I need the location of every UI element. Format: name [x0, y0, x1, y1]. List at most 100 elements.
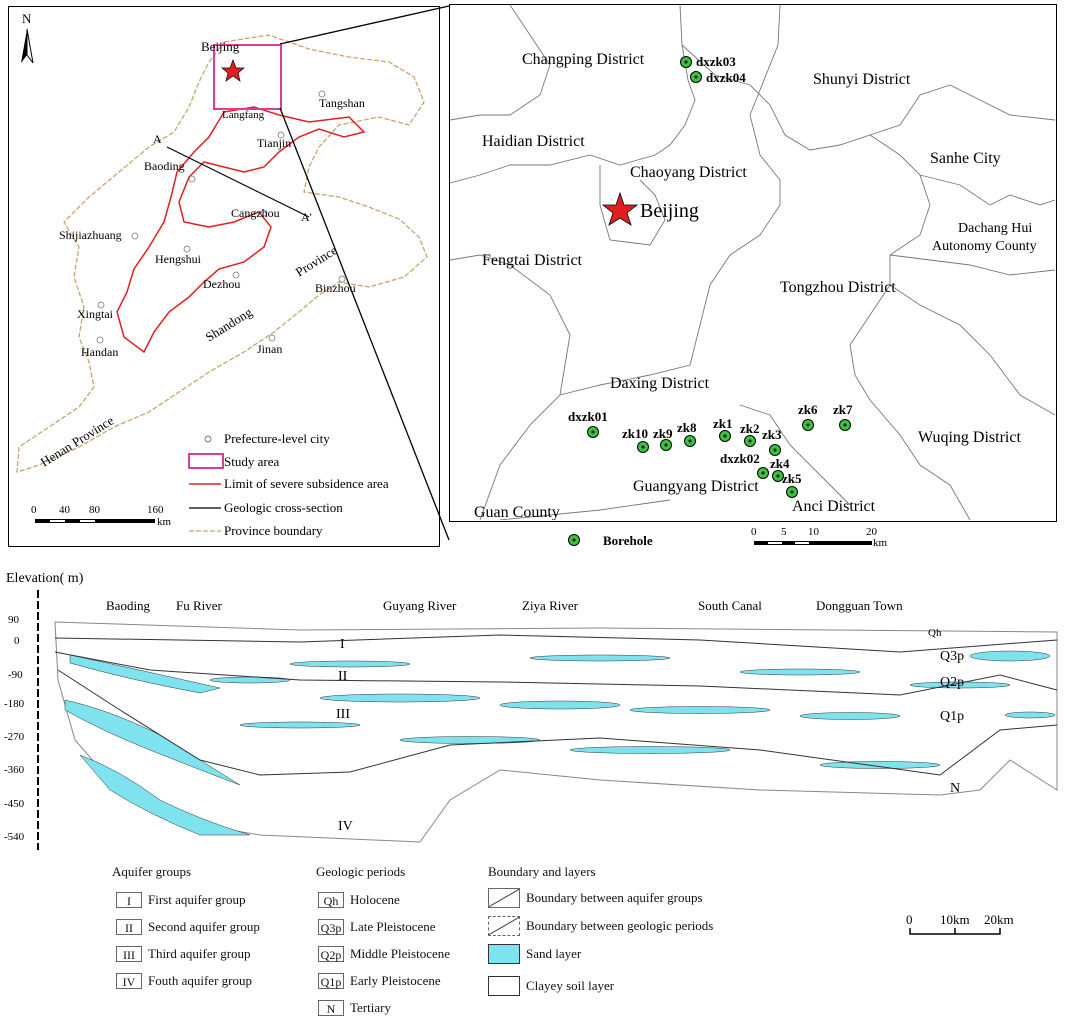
svg-text:-540: -540: [4, 831, 25, 843]
svg-text:km: km: [157, 516, 172, 528]
svg-text:N: N: [950, 781, 960, 796]
svg-text:Q3p: Q3p: [940, 649, 964, 664]
svg-text:III: III: [336, 707, 350, 722]
district-fengtai: Fengtai District: [482, 252, 583, 269]
svg-text:zk1: zk1: [713, 416, 733, 431]
svg-text:80: 80: [89, 504, 101, 516]
section-scale-bar: 0 10km 20km: [906, 912, 1014, 935]
city-langfang: Langfang: [222, 109, 265, 121]
section-label-a: A: [153, 132, 162, 146]
city-shijiazhuang: Shijiazhuang: [59, 228, 122, 242]
svg-text:Baoding: Baoding: [106, 598, 151, 613]
district-guan: Guan County: [474, 504, 560, 520]
city-binzhou: Binzhou: [315, 281, 356, 295]
geologic-cross-section: Elevation( m) 90 0 -90 -180 -270 -360 -4…: [4, 571, 1058, 850]
svg-text:-180: -180: [4, 698, 25, 710]
svg-text:zk2: zk2: [740, 421, 760, 436]
section-label-a-prime: A': [301, 210, 312, 224]
svg-text:10km: 10km: [940, 912, 970, 927]
svg-text:40: 40: [59, 504, 71, 516]
svg-text:dxzk02: dxzk02: [720, 451, 760, 466]
svg-text:5: 5: [781, 526, 787, 538]
city-baoding: Baoding: [144, 159, 185, 173]
svg-text:km: km: [873, 537, 888, 549]
svg-text:IV: IV: [338, 819, 353, 834]
district-guangyang: Guangyang District: [633, 478, 759, 495]
svg-text:Qh: Qh: [928, 627, 942, 639]
svg-text:0: 0: [14, 635, 20, 647]
legend-section: Geologic cross-section: [224, 500, 343, 515]
svg-text:I: I: [340, 637, 345, 652]
svg-text:10: 10: [808, 526, 820, 538]
svg-text:zk6: zk6: [798, 402, 818, 417]
district-sanhe: Sanhe City: [930, 150, 1001, 167]
beijing-label: Beijing: [640, 200, 699, 222]
study-area-map-panel: Changping District Shunyi District Haidi…: [449, 4, 1057, 522]
district-changping: Changping District: [522, 51, 645, 68]
district-anci: Anci District: [792, 498, 876, 515]
legend-city: Prefecture-level city: [224, 431, 330, 446]
regional-map-panel: N Beijing Langfang Tangshan Tianjin Baod…: [8, 6, 440, 547]
district-chaoyang: Chaoyang District: [630, 164, 747, 181]
svg-text:dxzk04: dxzk04: [706, 70, 746, 85]
svg-text:Q2p: Q2p: [940, 675, 964, 690]
svg-text:0: 0: [906, 912, 913, 927]
province-outline: [16, 34, 428, 473]
study-area-box: [213, 44, 282, 110]
svg-text:-360: -360: [4, 764, 25, 776]
svg-text:Dongguan Town: Dongguan Town: [816, 598, 903, 613]
svg-text:-270: -270: [4, 731, 25, 743]
district-dachang-2: Autonomy County: [932, 239, 1037, 254]
svg-text:0: 0: [751, 526, 757, 538]
district-haidian: Haidian District: [482, 133, 585, 150]
province-label-shandong-north: Province: [293, 242, 340, 279]
legend-study: Study area: [224, 454, 279, 469]
svg-text:zk10: zk10: [622, 426, 648, 441]
svg-text:-90: -90: [8, 669, 23, 681]
city-jinan: Jinan: [257, 342, 282, 356]
legend-period-title: Geologic periods: [316, 864, 406, 879]
district-wuqing: Wuqing District: [918, 429, 1021, 446]
beijing-star-icon-large: [601, 191, 639, 226]
regional-map-svg: N Beijing Langfang Tangshan Tianjin Baod…: [16, 11, 428, 538]
city-tianjin: Tianjin: [257, 136, 291, 150]
svg-text:II: II: [338, 669, 348, 684]
svg-text:160: 160: [147, 504, 164, 516]
north-label: N: [22, 11, 32, 26]
svg-text:Guyang River: Guyang River: [383, 598, 457, 613]
city-dezhou: Dezhou: [203, 277, 240, 291]
province-label-shandong: Shandong: [203, 304, 255, 345]
svg-text:20km: 20km: [984, 912, 1014, 927]
svg-text:0: 0: [31, 504, 37, 516]
district-dachang-1: Dachang Hui: [958, 221, 1032, 236]
svg-text:zk4: zk4: [770, 456, 790, 471]
legend-boundary-title: Boundary and layers: [488, 864, 596, 879]
city-beijing: Beijing: [201, 39, 240, 54]
svg-text:zk9: zk9: [653, 426, 673, 441]
svg-text:zk3: zk3: [762, 427, 782, 442]
svg-text:zk5: zk5: [782, 471, 802, 486]
province-label-henan: Henan Province: [38, 413, 117, 470]
district-daxing: Daxing District: [610, 375, 710, 392]
city-handan: Handan: [81, 345, 118, 359]
district-shunyi: Shunyi District: [813, 71, 911, 88]
legend-aquifer-title: Aquifer groups: [112, 864, 192, 879]
city-tangshan: Tangshan: [319, 96, 365, 110]
svg-text:zk7: zk7: [833, 402, 853, 417]
beijing-star-icon: [221, 59, 245, 82]
north-arrow-icon: N: [21, 11, 34, 64]
svg-text:dxzk03: dxzk03: [696, 54, 736, 69]
svg-text:South Canal: South Canal: [698, 598, 762, 613]
svg-text:Ziya River: Ziya River: [522, 598, 579, 613]
svg-text:Fu River: Fu River: [176, 598, 223, 613]
elevation-label: Elevation( m): [6, 571, 84, 586]
city-xingtai: Xingtai: [77, 307, 114, 321]
svg-text:zk8: zk8: [677, 420, 697, 435]
svg-text:dxzk01: dxzk01: [568, 409, 608, 424]
svg-text:Q1p: Q1p: [940, 709, 964, 724]
svg-text:Borehole: Borehole: [603, 533, 653, 548]
svg-text:-450: -450: [4, 798, 25, 810]
svg-text:20: 20: [866, 526, 878, 538]
city-hengshui: Hengshui: [155, 252, 202, 266]
